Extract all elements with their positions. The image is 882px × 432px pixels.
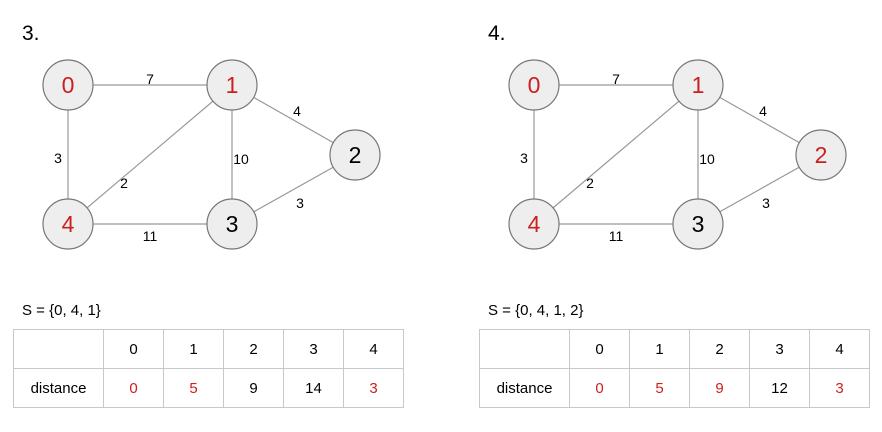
node-2: 2 <box>795 129 847 181</box>
visited-set-label: S = {0, 4, 1, 2} <box>488 302 584 319</box>
graph-diagram: 7 3 4 10 2 3 11 0 1 2 3 <box>508 59 847 250</box>
weight-2-3: 3 <box>762 195 770 211</box>
table-row: distance 0 5 9 12 3 <box>479 368 870 408</box>
node-label-3: 3 <box>692 211 705 237</box>
node-0: 0 <box>42 59 94 111</box>
node-1: 1 <box>206 59 258 111</box>
distance-cell: 12 <box>749 368 810 408</box>
table-corner-cell <box>479 329 570 369</box>
node-2: 2 <box>329 129 381 181</box>
distance-cell: 3 <box>343 368 404 408</box>
edge-1-4 <box>533 84 699 225</box>
weight-1-2: 4 <box>759 103 767 119</box>
distance-cell: 3 <box>809 368 870 408</box>
table-header-cell: 1 <box>163 329 224 369</box>
weight-0-4: 3 <box>54 150 62 166</box>
table-header-cell: 2 <box>223 329 284 369</box>
visited-set-label: S = {0, 4, 1} <box>22 302 101 319</box>
distance-cell: 5 <box>629 368 690 408</box>
node-label-3: 3 <box>226 211 239 237</box>
table-header-cell: 1 <box>629 329 690 369</box>
node-3: 3 <box>206 198 258 250</box>
node-0: 0 <box>508 59 560 111</box>
table-row: distance 0 5 9 14 3 <box>13 368 404 408</box>
step-number: 3. <box>22 22 40 45</box>
edge-1-4 <box>67 84 233 225</box>
step-panel-4: 4. 7 3 4 10 2 3 11 0 1 <box>466 0 882 432</box>
distance-cell: 0 <box>569 368 630 408</box>
node-label-1: 1 <box>226 72 239 98</box>
table-header-row: 0 1 2 3 4 <box>479 329 870 369</box>
row-label: distance <box>13 368 104 408</box>
weight-1-4: 2 <box>120 175 128 191</box>
node-label-0: 0 <box>62 72 75 98</box>
row-label: distance <box>479 368 570 408</box>
weight-1-3: 10 <box>233 151 249 167</box>
table-header-cell: 4 <box>809 329 870 369</box>
weight-1-4: 2 <box>586 175 594 191</box>
step-number: 4. <box>488 22 506 45</box>
table-header-cell: 4 <box>343 329 404 369</box>
weight-2-3: 3 <box>296 195 304 211</box>
weight-0-4: 3 <box>520 150 528 166</box>
node-label-2: 2 <box>349 142 362 168</box>
table-header-row: 0 1 2 3 4 <box>13 329 404 369</box>
distance-table: 0 1 2 3 4 distance 0 5 9 14 3 <box>13 329 404 408</box>
node-label-2: 2 <box>815 142 828 168</box>
table-header-cell: 3 <box>749 329 810 369</box>
node-4: 4 <box>508 198 560 250</box>
distance-cell: 0 <box>103 368 164 408</box>
table-header-cell: 0 <box>103 329 164 369</box>
distance-cell: 9 <box>689 368 750 408</box>
distance-table: 0 1 2 3 4 distance 0 5 9 12 3 <box>479 329 870 408</box>
table-header-cell: 3 <box>283 329 344 369</box>
node-label-1: 1 <box>692 72 705 98</box>
weight-3-4: 11 <box>609 228 624 244</box>
table-header-cell: 2 <box>689 329 750 369</box>
weight-0-1: 7 <box>612 71 620 87</box>
node-label-0: 0 <box>528 72 541 98</box>
distance-cell: 5 <box>163 368 224 408</box>
node-label-4: 4 <box>528 211 541 237</box>
node-label-4: 4 <box>62 211 75 237</box>
table-header-cell: 0 <box>569 329 630 369</box>
table-corner-cell <box>13 329 104 369</box>
node-3: 3 <box>672 198 724 250</box>
step-panel-3: 3. 7 3 4 10 2 3 11 0 1 <box>13 22 404 408</box>
node-1: 1 <box>672 59 724 111</box>
distance-cell: 9 <box>223 368 284 408</box>
weight-0-1: 7 <box>146 71 154 87</box>
weight-3-4: 11 <box>143 228 158 244</box>
weight-1-2: 4 <box>293 103 301 119</box>
distance-cell: 14 <box>283 368 344 408</box>
weight-1-3: 10 <box>699 151 715 167</box>
node-4: 4 <box>42 198 94 250</box>
graph-diagram: 7 3 4 10 2 3 11 0 1 2 3 <box>42 59 381 250</box>
